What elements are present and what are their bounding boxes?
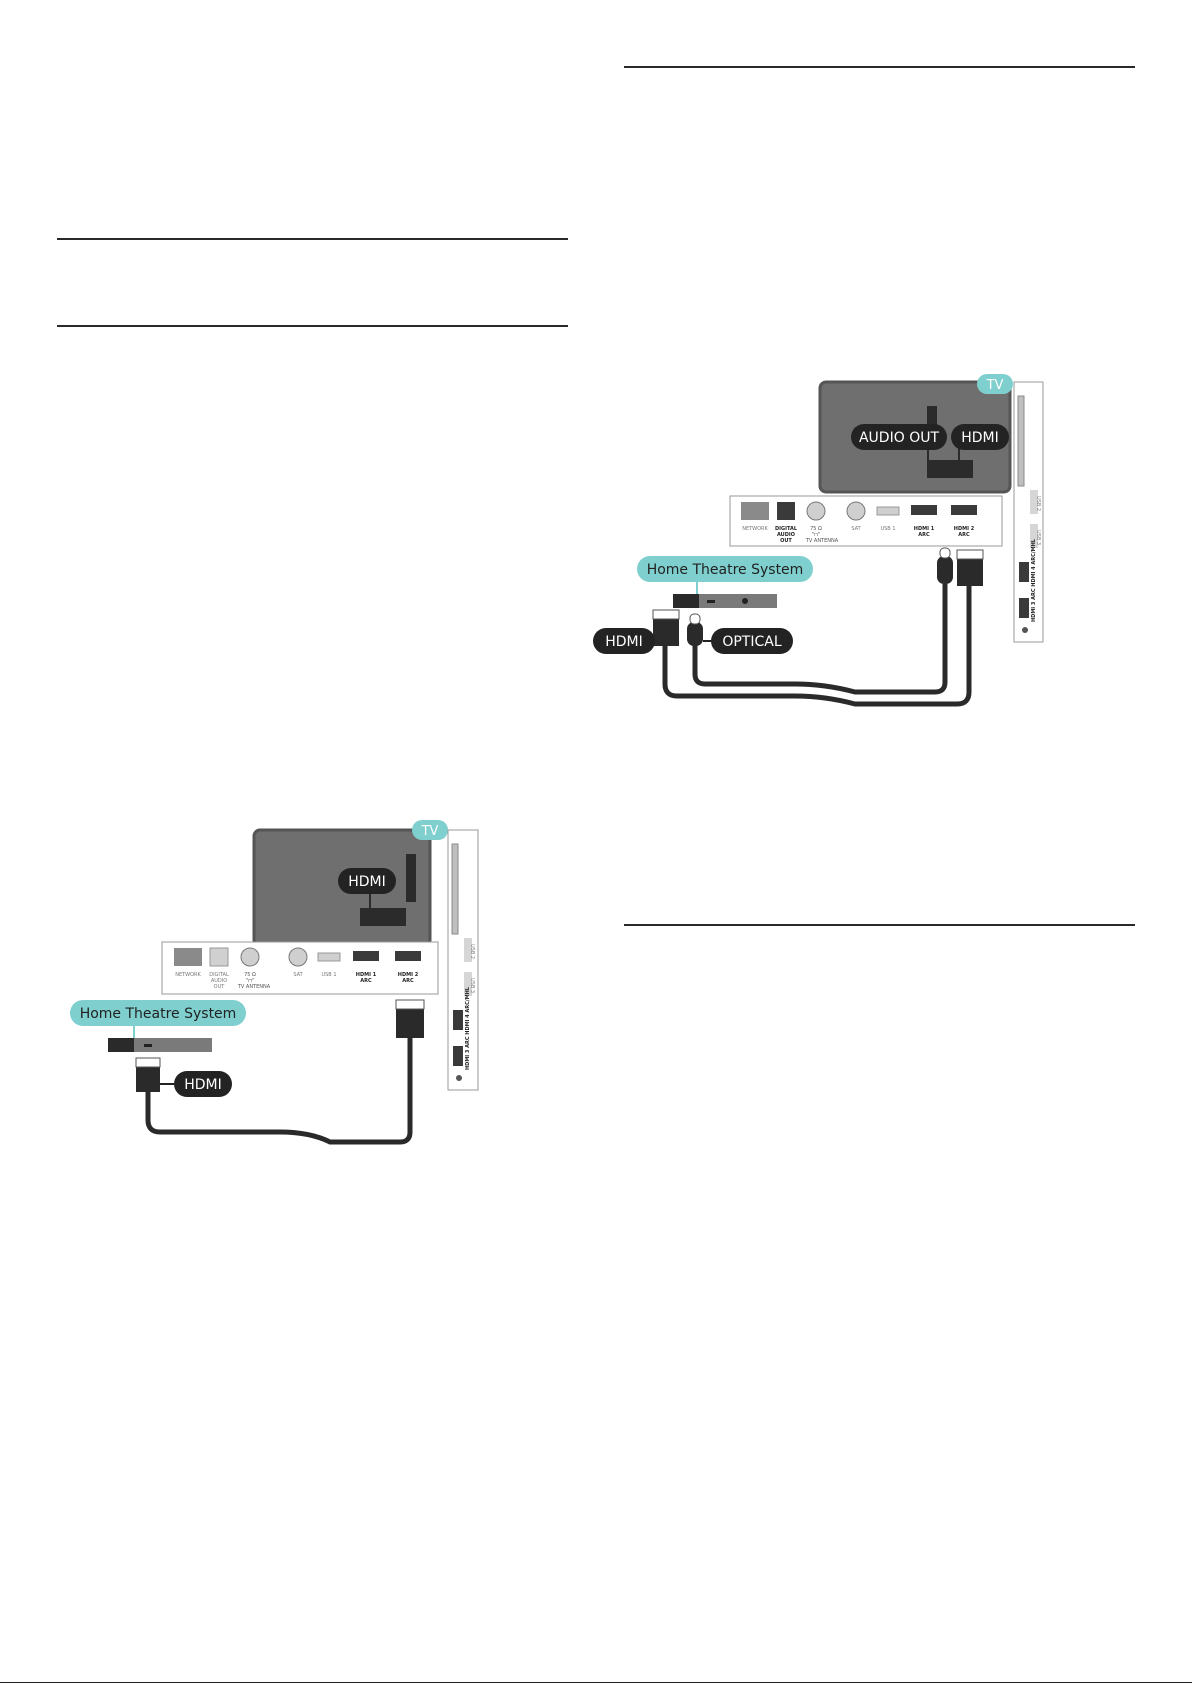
- device-hdmi-label-pill: [593, 628, 655, 654]
- digital-audio-port-icon: [777, 502, 795, 520]
- diagram-svg-1: TV HDMI NETWORK DIGITAL AUDIO OUT 75 Ω "…: [70, 820, 479, 1147]
- digital-label-1: DIGITAL: [775, 526, 798, 532]
- usb1-label-1: USB 1: [321, 972, 336, 978]
- device-badge: [637, 556, 813, 582]
- antenna-label-3: TV ANTENNA: [805, 538, 839, 544]
- antenna-label-1b: "⊓": [246, 978, 255, 984]
- tv-badge: [977, 374, 1013, 394]
- antenna-label-1: 75 Ω: [810, 526, 822, 532]
- section-divider-top-left: [57, 238, 568, 240]
- usb3-label: USB 3: [1035, 530, 1041, 545]
- usb1-label: USB 1: [880, 526, 895, 532]
- hdmi2-label-2: ARC: [958, 532, 970, 538]
- footer-rule: [0, 1682, 1192, 1683]
- sat-label-1: SAT: [293, 972, 303, 978]
- audio-out-label-pill: [851, 424, 947, 450]
- hdmi2-label-1b: ARC: [402, 978, 414, 984]
- hdmi2-label-1a: HDMI 2: [398, 972, 419, 978]
- antenna-port-icon: [806, 501, 826, 521]
- hdmi1-label-2: ARC: [918, 532, 930, 538]
- hdmi1-label-1a: HDMI 1: [356, 972, 377, 978]
- tv-hdmi-plug: [957, 558, 983, 586]
- hdmi1-label-1b: ARC: [360, 978, 372, 984]
- tv-optical-plug: [937, 556, 953, 584]
- digital-label-2: AUDIO: [777, 532, 795, 538]
- connection-diagram-hdmi-optical: TV AUDIO OUT HDMI NETWORK DIGITAL AUDIO …: [593, 372, 1045, 712]
- tv-badge-text-1: TV: [421, 824, 439, 839]
- tv-hdmi-label-pill: [951, 424, 1009, 450]
- sat-label: SAT: [851, 526, 861, 532]
- hdmi2-label-1: HDMI 2: [954, 526, 975, 532]
- network-port-icon: [741, 502, 769, 520]
- tv-hdmi-label: HDMI: [961, 430, 999, 446]
- usb2-label-1: USB 2: [469, 944, 475, 959]
- tv-hdmi-label-pill-1: [338, 868, 396, 894]
- device-optical-label-pill: [711, 628, 793, 654]
- side-hdmi-label-1: HDMI 3 ARC HDMI 4 ARC/MHL: [465, 986, 471, 1070]
- hdmi1-label-1: HDMI 1: [914, 526, 935, 532]
- tv-badge-1: [412, 820, 448, 840]
- device-hdmi-plug: [653, 618, 679, 646]
- digital-label-1b: AUDIO: [211, 978, 227, 984]
- device-optical-plug: [687, 622, 703, 646]
- device-optical-label: OPTICAL: [722, 634, 781, 650]
- device-badge-1: [70, 1000, 246, 1026]
- tv-hdmi-plug-1: [396, 1008, 424, 1038]
- device-hdmi-label: HDMI: [605, 634, 643, 650]
- section-divider-left: [57, 325, 568, 327]
- side-hdmi-label: HDMI 3 ARC HDMI 4 ARC/MHL: [1031, 538, 1037, 622]
- device-hdmi-label-pill-1: [174, 1071, 232, 1097]
- section-divider-top-right: [624, 66, 1135, 68]
- device-hdmi-label-1: HDMI: [184, 1077, 222, 1093]
- device-hdmi-plug-1: [136, 1066, 160, 1092]
- digital-label-1a: DIGITAL: [209, 972, 229, 978]
- hdmi1-port-icon: [911, 505, 937, 515]
- audio-out-label: AUDIO OUT: [859, 430, 939, 446]
- tv-port-block: [927, 460, 973, 478]
- tv-hdmi-label-1: HDMI: [348, 874, 386, 890]
- diagram-svg: TV AUDIO OUT HDMI NETWORK DIGITAL AUDIO …: [593, 374, 1044, 709]
- network-label-1: NETWORK: [175, 972, 201, 978]
- antenna-label-2: "⊓": [812, 532, 821, 538]
- connection-diagram-hdmi: TV HDMI NETWORK DIGITAL AUDIO OUT 75 Ω "…: [70, 820, 490, 1150]
- antenna-label-1a: 75 Ω: [244, 972, 256, 978]
- device-label-1: Home Theatre System: [80, 1006, 237, 1022]
- usb3-label-1: USB 3: [469, 978, 475, 993]
- device-label: Home Theatre System: [647, 562, 804, 578]
- usb2-label: USB 2: [1035, 496, 1041, 511]
- section-divider-right: [624, 924, 1135, 926]
- hdmi2-port-icon: [951, 505, 977, 515]
- sat-port-icon: [846, 501, 866, 521]
- antenna-label-1c: TV ANTENNA: [237, 984, 271, 990]
- network-label: NETWORK: [742, 526, 768, 532]
- digital-label-3: OUT: [780, 538, 792, 544]
- usb1-port-icon: [876, 506, 900, 516]
- digital-label-1c: OUT: [214, 984, 226, 990]
- connector-panel: [729, 495, 1003, 547]
- tv-badge-text: TV: [986, 378, 1004, 393]
